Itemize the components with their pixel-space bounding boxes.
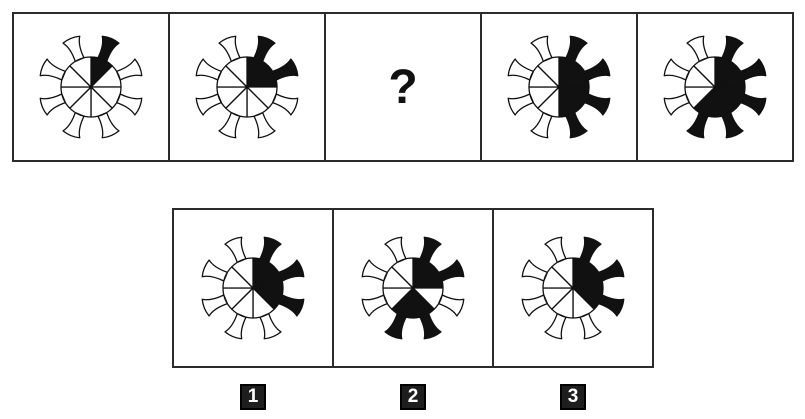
figure-1 bbox=[21, 17, 161, 157]
answer-option-2[interactable] bbox=[332, 208, 494, 368]
answer-option-3[interactable] bbox=[492, 208, 654, 368]
sequence-row: ? bbox=[12, 12, 794, 162]
answer-row bbox=[172, 208, 654, 368]
answer-label-3[interactable]: 3 bbox=[560, 384, 586, 410]
sequence-cell-2 bbox=[168, 12, 326, 162]
sequence-cell-4 bbox=[480, 12, 638, 162]
question-mark: ? bbox=[388, 60, 417, 115]
answer-option-1[interactable] bbox=[172, 208, 334, 368]
answer-figure-1 bbox=[183, 218, 323, 358]
sequence-cell-3: ? bbox=[324, 12, 482, 162]
answer-figure-3 bbox=[503, 218, 643, 358]
figure-4 bbox=[489, 17, 629, 157]
figure-2 bbox=[177, 17, 317, 157]
sequence-cell-1 bbox=[12, 12, 170, 162]
answer-figure-2 bbox=[343, 218, 483, 358]
figure-5 bbox=[645, 17, 785, 157]
answer-label-1[interactable]: 1 bbox=[240, 384, 266, 410]
answer-labels: 1 2 3 bbox=[172, 384, 654, 416]
sequence-cell-5 bbox=[636, 12, 794, 162]
answer-label-2[interactable]: 2 bbox=[400, 384, 426, 410]
